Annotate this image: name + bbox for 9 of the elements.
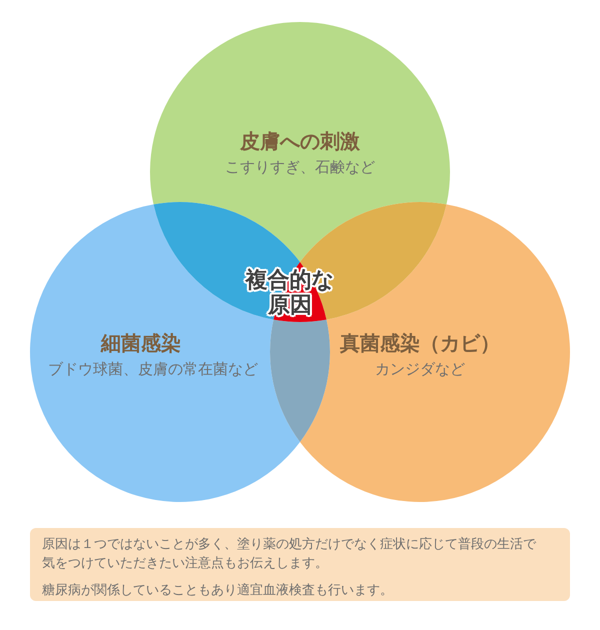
note-text: 糖尿病が関係していることもあり適宜血液検査も行います。 [42,582,394,600]
circle-heading: 皮膚への刺激 [240,128,360,154]
circle-description: こすりすぎ、石鹸など [225,157,375,178]
circle-description: カンジダなど [375,359,465,380]
circle-heading: 細菌感染 [101,330,181,356]
circle-description: ブドウ球菌、皮膚の常在菌など [48,359,258,380]
note-box [30,528,570,601]
circle-heading: 真菌感染（カビ） [340,330,500,356]
note-text: 原因は１つではないことが多く、塗り薬の処方だけでなく症状に応じて普段の生活で気をつけていただきたい注意点もお伝えします。 [42,536,538,573]
